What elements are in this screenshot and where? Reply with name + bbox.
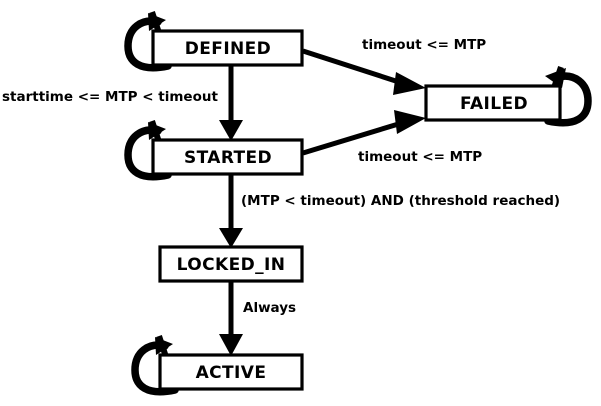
state-node-failed[interactable]: FAILED bbox=[424, 84, 562, 122]
defined-to-failed-arrowhead bbox=[393, 72, 426, 95]
locked-in-to-active-arrowhead bbox=[219, 334, 243, 356]
edge-label-starttime-mtp-timeout: starttime <= MTP < timeout bbox=[2, 89, 218, 105]
started-to-failed-arrowhead bbox=[394, 110, 426, 134]
transition-defined-to-started[interactable] bbox=[219, 65, 243, 141]
started-box-rect bbox=[151, 138, 304, 176]
state-node-active[interactable]: ACTIVE bbox=[158, 353, 304, 391]
defined-self-loop-path bbox=[124, 17, 172, 72]
edge-label-timeout-mtp-upper: timeout <= MTP bbox=[362, 37, 486, 53]
transition-defined-to-failed[interactable] bbox=[302, 48, 426, 95]
transition-started-to-locked-in[interactable] bbox=[219, 175, 243, 248]
defined-to-started-arrowhead bbox=[219, 120, 243, 141]
started-box-label: STARTED bbox=[184, 148, 272, 168]
started-self-loop-path bbox=[124, 126, 172, 181]
state-node-defined[interactable]: DEFINED bbox=[151, 29, 304, 67]
defined-box-rect bbox=[151, 29, 304, 67]
state-node-locked-in[interactable]: LOCKED_IN bbox=[158, 245, 304, 283]
defined-box-label: DEFINED bbox=[185, 39, 271, 59]
state-node-started[interactable]: STARTED bbox=[151, 138, 304, 176]
defined-to-failed-line bbox=[302, 48, 406, 87]
started-to-locked-in-arrowhead bbox=[219, 228, 243, 248]
transition-started-to-failed[interactable] bbox=[302, 110, 426, 156]
failed-box-rect bbox=[424, 84, 562, 122]
active-box-label: ACTIVE bbox=[196, 363, 267, 383]
failed-self-loop-path bbox=[544, 72, 592, 127]
edge-label-always: Always bbox=[243, 300, 296, 316]
active-box-rect bbox=[158, 353, 304, 391]
edge-label-timeout-mtp-lower: timeout <= MTP bbox=[358, 149, 482, 165]
locked-in-box-rect bbox=[158, 245, 304, 283]
transition-locked-in-to-active[interactable] bbox=[219, 281, 243, 356]
locked-in-box-label: LOCKED_IN bbox=[177, 255, 286, 275]
started-to-failed-line bbox=[302, 119, 406, 156]
edge-label-mtp-threshold: (MTP < timeout) AND (threshold reached) bbox=[241, 193, 560, 209]
active-self-loop-path bbox=[131, 341, 179, 396]
failed-box-label: FAILED bbox=[460, 94, 528, 114]
